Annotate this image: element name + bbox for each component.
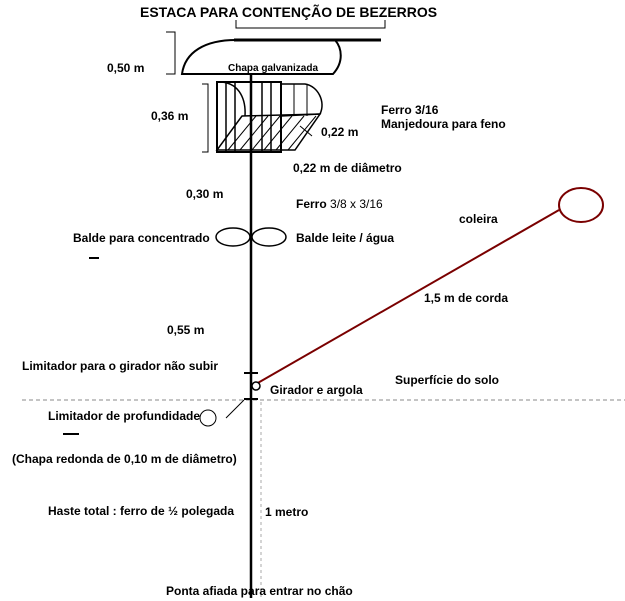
concentrate-bucket [215, 227, 251, 247]
label-ground-surface: Superfície do solo [395, 373, 500, 387]
label-swivel-limiter: Limitador para o girador não subir [22, 359, 219, 373]
title-bracket [235, 20, 386, 29]
label-rod-total: Haste total : ferro de ½ polegada [48, 504, 235, 518]
diagram-title: ESTACA PARA CONTENÇÃO DE BEZERROS [140, 4, 438, 20]
label-bucket-milk-water: Balde leite / água [296, 231, 395, 245]
label-feeder-width: 0,22 m [321, 125, 359, 139]
depth-limiter-pointer [225, 399, 245, 419]
label-height-middle-rod: 0,55 m [167, 323, 205, 337]
collar [558, 187, 604, 223]
label-rod-iron-spec: 3/8 x 3/16 [330, 197, 383, 211]
galvanized-sheet-roof [180, 39, 381, 75]
swivel-limiter [244, 372, 258, 400]
label-feeder-name: Manjedoura para feno [381, 117, 506, 131]
label-depth-limiter-note: (Chapa redonda de 0,10 m de diâmetro) [12, 452, 237, 466]
label-sharp-tip: Ponta afiada para entrar no chão [166, 584, 353, 598]
label-roof-material: Chapa galvanizada [228, 63, 319, 74]
dimension-bracket-roof [166, 31, 176, 75]
label-feeder-iron: Ferro 3/16 [381, 103, 439, 117]
milk-water-bucket [251, 227, 287, 247]
label-swivel-ring: Girador e argola [270, 383, 363, 397]
label-rope-length: 1,5 m de corda [424, 291, 509, 305]
rope [255, 209, 560, 385]
label-feeder-diameter: 0,22 m de diâmetro [293, 161, 402, 175]
label-height-feeder: 0,36 m [151, 109, 189, 123]
swivel-ring [251, 381, 261, 391]
label-depth-limiter: Limitador de profundidade [48, 409, 200, 423]
label-rod-iron-prefix: Ferro [296, 197, 331, 211]
label-height-roof: 0,50 m [107, 61, 145, 75]
label-rod-iron: Ferro 3/8 x 3/16 [296, 197, 383, 211]
label-bucket-concentrate: Balde para concentrado [73, 231, 210, 245]
depth-limiter-plate [199, 409, 217, 427]
label-height-upper-rod: 0,30 m [186, 187, 224, 201]
dimension-bracket-feeder [202, 83, 209, 153]
label-buried-length: 1 metro [265, 505, 309, 519]
hay-feeder [215, 81, 323, 153]
label-collar: coleira [459, 212, 498, 226]
